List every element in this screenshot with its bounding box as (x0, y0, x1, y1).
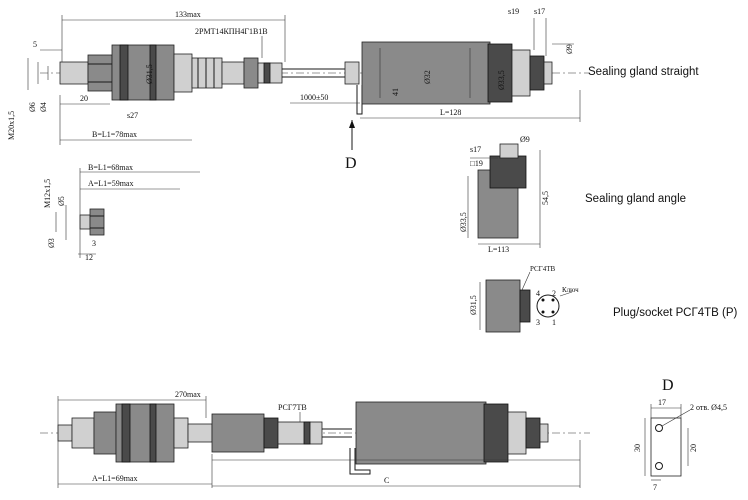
dim-a59: A=L1=59max (88, 179, 133, 188)
top-assembly: 133max 2РМТ14КПН4Г1В1В 5 20 s27 Ø31,5 M2… (7, 7, 590, 172)
dim-d4: Ø4 (39, 102, 48, 112)
pin-2: 2 (552, 289, 556, 298)
dim-l128: L=128 (440, 108, 461, 117)
dim-270max: 270max (175, 390, 201, 399)
label-connector-2rmt: 2РМТ14КПН4Г1В1В (195, 27, 268, 36)
pin-1: 1 (552, 318, 556, 327)
dim-d32: Ø32 (423, 70, 432, 84)
label-plug-socket: Plug/socket РСГ4ТВ (Р) (613, 307, 738, 319)
dim-angle-d33-5: Ø33,5 (459, 212, 468, 232)
dim-d6: Ø6 (28, 102, 37, 112)
dim-angle-d9: Ø9 (520, 135, 530, 144)
label-sealing-straight: Sealing gland straight (588, 66, 699, 78)
dim-m12: M12x1,5 (43, 179, 52, 208)
dim-d-holes: 2 отв. Ø4,5 (690, 403, 727, 412)
dim-angle-54-5: 54,5 (541, 191, 550, 205)
dim-d3: Ø3 (47, 238, 56, 248)
dim-m20: M20x1,5 (7, 111, 16, 140)
dim-b78: B=L1=78max (92, 130, 137, 139)
dim-3: 3 (92, 239, 96, 248)
dim-b68: B=L1=68max (88, 163, 133, 172)
dim-angle-sq19: □19 (470, 159, 483, 168)
view-arrow-d: D (345, 155, 357, 172)
label-connector-rsg7tv: РСГ7ТВ (278, 403, 307, 412)
dim-41: 41 (391, 88, 400, 96)
dim-133max: 133max (175, 10, 201, 19)
plug-socket: Ø31,5 РСГ4ТВ 4 2 3 1 Ключ (469, 265, 579, 333)
pin-3: 3 (536, 318, 540, 327)
dim-s19: s19 (508, 7, 519, 16)
dim-12: 12 (85, 253, 93, 262)
dim-d-17: 17 (658, 398, 666, 407)
view-d-title: D (662, 377, 674, 394)
dim-angle-l113: L=113 (488, 245, 509, 254)
dim-c: C (384, 476, 389, 485)
bottom-assembly: 270max РСГ7ТВ A=L1=69max C (40, 390, 590, 488)
dim-d5: Ø5 (57, 196, 66, 206)
dim-plug-d31-5: Ø31,5 (469, 295, 478, 315)
dim-1000: 1000±50 (300, 93, 328, 102)
dim-d-7: 7 (653, 483, 657, 492)
label-sealing-angle: Sealing gland angle (585, 193, 686, 205)
dim-d9: Ø9 (565, 44, 574, 54)
label-key: Ключ (562, 286, 579, 294)
dim-d33-5: Ø33,5 (497, 70, 506, 90)
dim-angle-s17: s17 (470, 145, 481, 154)
dim-d-20: 20 (689, 444, 698, 452)
angle-gland: s17 Ø9 □19 54,5 Ø33,5 L=113 (459, 135, 550, 254)
pin-4: 4 (536, 289, 540, 298)
label-plug-name: РСГ4ТВ (530, 265, 555, 273)
dim-d31-5: Ø31,5 (145, 64, 154, 84)
dim-a69: A=L1=69max (92, 474, 137, 483)
dim-5: 5 (33, 40, 37, 49)
small-fitting: B=L1=68max A=L1=59max M12x1,5 Ø5 Ø3 3 12 (43, 163, 200, 262)
dim-s17: s17 (534, 7, 545, 16)
dim-d-30: 30 (633, 444, 642, 452)
dim-s27: s27 (127, 111, 138, 120)
view-d: D 17 2 отв. Ø4,5 30 20 7 (633, 377, 727, 492)
dim-20: 20 (80, 94, 88, 103)
